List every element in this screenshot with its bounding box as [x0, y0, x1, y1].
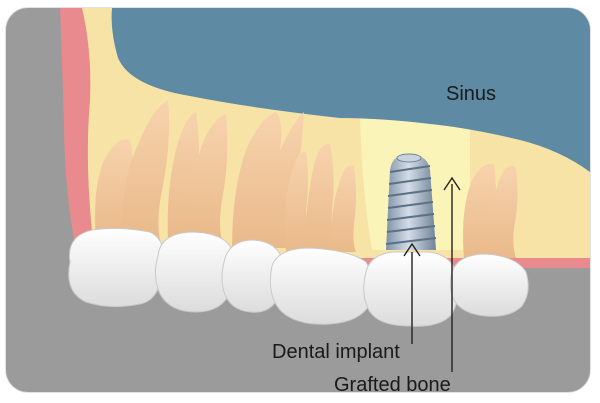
sinus-label: Sinus	[446, 83, 496, 105]
sinus-cavity	[111, 8, 590, 172]
tooth-crowns	[68, 227, 529, 327]
tooth-roots	[95, 100, 518, 258]
label-pointers	[403, 176, 461, 372]
dental-implant-screw	[385, 153, 437, 250]
dental-implant-label: Dental implant	[272, 341, 400, 363]
grafted-bone-label: Grafted bone	[334, 374, 451, 396]
